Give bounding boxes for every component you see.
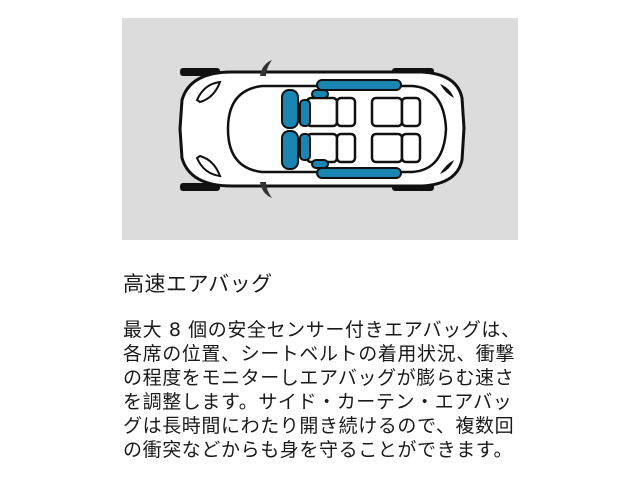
car-top-view-illustration <box>178 60 466 198</box>
description-line: を調整します。サイド・カーテン・エアバッ <box>123 391 513 413</box>
description-line: 各席の位置、シートベルトの着用状況、衝撃 <box>123 343 516 365</box>
description-line: グは長時間にわたり開き続けるので、複数回 <box>123 415 515 437</box>
mirror-left <box>260 60 272 76</box>
rear-side-airbag-right <box>311 159 329 169</box>
section-title: 高速エアバッグ <box>123 272 273 296</box>
curtain-airbag-left <box>316 79 402 91</box>
mirror-right <box>260 182 272 198</box>
front-airbag-left <box>281 89 299 129</box>
headlight-left <box>195 80 222 104</box>
curtain-airbag-right <box>316 167 402 179</box>
front-airbag-right <box>281 130 299 170</box>
description-line: の程度をモニターしエアバッグが膨らむ速さ <box>123 367 515 389</box>
description-line: の衝突などからも身を守ることができます。 <box>123 439 514 461</box>
seat-side-airbag-left <box>299 99 311 127</box>
taillight-right <box>440 160 454 174</box>
rear-side-airbag-left <box>311 89 329 99</box>
taillight-left <box>440 84 454 98</box>
airbag-diagram-figure <box>122 18 518 240</box>
description-line: 最大 8 個の安全センサー付きエアバッグは、 <box>123 319 521 341</box>
section-description: 最大 8 個の安全センサー付きエアバッグは、 各席の位置、シートベルトの着用状況… <box>123 318 523 462</box>
airbags <box>281 79 402 179</box>
seats <box>305 96 422 164</box>
seat-side-airbag-right <box>299 133 311 161</box>
headlight-right <box>195 154 222 178</box>
